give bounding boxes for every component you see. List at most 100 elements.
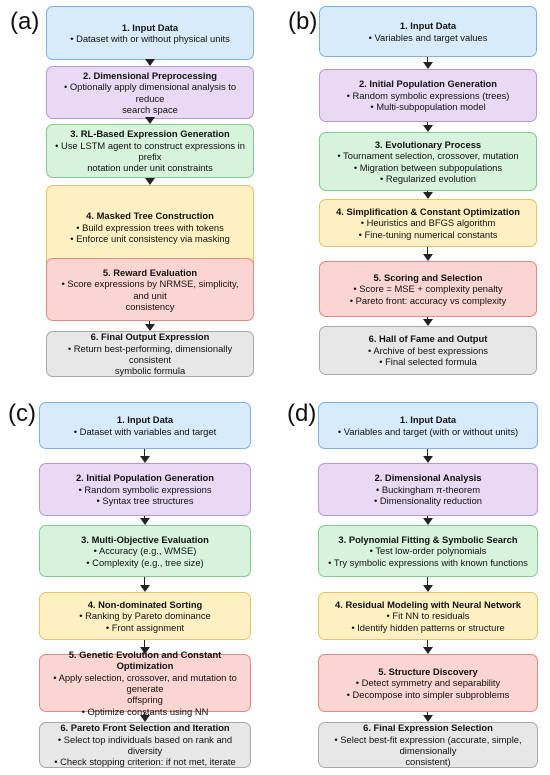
step-description-line: • Detect symmetry and separability bbox=[355, 677, 501, 689]
step-description-line: • Use LSTM agent to construct expression… bbox=[55, 139, 245, 162]
step-description-line: • Pareto front: accuracy vs complexity bbox=[349, 294, 507, 306]
panel-c-step-6-box: 6. Pareto Front Selection and Iteration•… bbox=[39, 722, 251, 768]
step-description-line: • Select best-fit expression (accurate, … bbox=[334, 733, 522, 756]
step-title: 3. Multi-Objective Evaluation bbox=[81, 533, 209, 545]
panel-label-b: (b) bbox=[288, 8, 318, 35]
step-title: 1. Input Data bbox=[399, 414, 457, 426]
step-description-line: • Apply selection, crossover, and mutati… bbox=[53, 671, 237, 694]
panel-c-step-5-box: 5. Genetic Evolution and Constant Optimi… bbox=[39, 649, 251, 717]
panel-label-a: (a) bbox=[10, 8, 40, 35]
panel-b-step-4-box: 4. Simplification & Constant Optimizatio… bbox=[319, 199, 537, 247]
step-title: 3. Polynomial Fitting & Symbolic Search bbox=[338, 533, 518, 545]
flow-arrow bbox=[423, 712, 433, 722]
step-description-line: search space bbox=[122, 103, 178, 115]
step-description-line: offspring bbox=[127, 694, 163, 706]
step-title: 1. Input Data bbox=[399, 20, 457, 32]
step-description-line: • Syntax tree structures bbox=[96, 495, 194, 507]
step-description-line: • Heuristics and BFGS algorithm bbox=[360, 217, 496, 229]
panel-d-step-5-box: 5. Structure Discovery• Detect symmetry … bbox=[318, 654, 538, 712]
flow-arrow bbox=[423, 247, 433, 261]
step-description-line: • Variables and target values bbox=[368, 31, 488, 43]
step-description-line: • Score = MSE + complexity penalty bbox=[353, 283, 503, 295]
panel-a-step-5-box: 5. Reward Evaluation• Score expressions … bbox=[46, 258, 254, 321]
step-description-line: • Complexity (e.g., tree size) bbox=[86, 556, 204, 568]
step-description-line: • Dataset with variables and target bbox=[73, 425, 217, 437]
panel-label-c: (c) bbox=[8, 400, 36, 427]
panel-b-step-2-box: 2. Initial Population Generation• Random… bbox=[319, 69, 537, 122]
step-description-line: • Variables and target (with or without … bbox=[337, 425, 519, 437]
step-description-line: • Score expressions by NRMSE, simplicity… bbox=[61, 278, 239, 301]
step-description-line: • Check stopping criterion: if not met, … bbox=[54, 756, 236, 768]
panel-d-step-6-box: 6. Final Expression Selection• Select be… bbox=[318, 722, 538, 768]
step-description-line: • Tournament selection, crossover, mutat… bbox=[337, 150, 519, 162]
step-title: 5. Scoring and Selection bbox=[373, 271, 483, 283]
flow-arrow bbox=[423, 449, 433, 463]
step-description-line: consistency bbox=[125, 300, 175, 312]
step-description-line: • Migration between subpopulations bbox=[353, 161, 503, 173]
step-description-line: • Dataset with or without physical units bbox=[70, 33, 230, 44]
step-title: 2. Dimensional Preprocessing bbox=[83, 69, 217, 81]
step-description-line: • Fine-tuning numerical constants bbox=[358, 228, 498, 240]
step-title: 3. RL-Based Expression Generation bbox=[70, 128, 230, 140]
step-description-line: symbolic formula bbox=[114, 365, 186, 377]
flow-arrow bbox=[140, 516, 150, 525]
step-title: 4. Masked Tree Construction bbox=[86, 210, 214, 222]
step-title: 4. Simplification & Constant Optimizatio… bbox=[336, 205, 520, 217]
step-description-line: • Random symbolic expressions bbox=[78, 483, 212, 495]
flow-arrow bbox=[145, 117, 155, 124]
step-description-line: • Try symbolic expressions with known fu… bbox=[328, 556, 528, 568]
flow-arrow bbox=[140, 712, 150, 722]
step-description-line: • Optimize constants using NN bbox=[81, 705, 209, 717]
flow-arrow bbox=[145, 59, 155, 66]
panel-b-step-6-box: 6. Hall of Fame and Output• Archive of b… bbox=[319, 326, 537, 375]
step-description-line: • Select top individuals based on rank a… bbox=[57, 733, 233, 756]
panel-a-step-4-box: 4. Masked Tree Construction• Build expre… bbox=[46, 185, 254, 270]
step-title: 2. Dimensional Analysis bbox=[374, 472, 482, 484]
step-description-line: notation under unit constraints bbox=[87, 162, 213, 174]
step-description-line: • Multi-subpopulation model bbox=[370, 101, 486, 113]
flow-arrow bbox=[423, 191, 433, 199]
panel-a-step-2-box: 2. Dimensional Preprocessing• Optionally… bbox=[46, 66, 254, 119]
panel-c-step-2-box: 2. Initial Population Generation• Random… bbox=[39, 463, 251, 516]
flow-arrow bbox=[423, 57, 433, 69]
step-description-line: • Front assignment bbox=[105, 621, 185, 633]
step-description-line: • Enforce unit consistency via masking bbox=[70, 233, 230, 245]
flow-arrow bbox=[140, 577, 150, 592]
step-description-line: • Accuracy (e.g., WMSE) bbox=[93, 545, 197, 557]
panel-b-step-1-box: 1. Input Data• Variables and target valu… bbox=[319, 6, 537, 57]
step-description-line: • Identify hidden patterns or structure bbox=[351, 621, 505, 633]
panel-b-step-5-box: 5. Scoring and Selection• Score = MSE + … bbox=[319, 261, 537, 317]
panel-a-step-3-box: 3. RL-Based Expression Generation• Use L… bbox=[46, 124, 254, 178]
step-description-line: • Optionally apply dimensional analysis … bbox=[63, 81, 237, 104]
step-title: 1. Input Data bbox=[121, 21, 179, 33]
step-title: 6. Hall of Fame and Output bbox=[368, 333, 488, 345]
flow-arrow bbox=[140, 640, 150, 654]
flow-arrow bbox=[423, 640, 433, 654]
panel-d-step-1-box: 1. Input Data• Variables and target (wit… bbox=[318, 402, 538, 449]
panel-c-step-4-box: 4. Non-dominated Sorting• Ranking by Par… bbox=[39, 592, 251, 640]
step-title: 1. Input Data bbox=[116, 414, 174, 426]
step-description-line: • Buckingham π-theorem bbox=[375, 483, 481, 495]
step-title: 4. Residual Modeling with Neural Network bbox=[335, 598, 521, 610]
step-description-line: • Random symbolic expressions (trees) bbox=[346, 89, 510, 101]
step-title: 5. Genetic Evolution and Constant Optimi… bbox=[68, 648, 222, 672]
flow-arrow bbox=[140, 449, 150, 463]
step-description-line: • Regularized evolution bbox=[379, 172, 477, 184]
step-title: 4. Non-dominated Sorting bbox=[87, 598, 203, 610]
panel-d-step-4-box: 4. Residual Modeling with Neural Network… bbox=[318, 592, 538, 640]
step-description-line: • Archive of best expressions bbox=[367, 344, 488, 356]
step-title: 2. Initial Population Generation bbox=[358, 78, 498, 90]
flow-arrow bbox=[423, 577, 433, 592]
step-description-line: consistent) bbox=[405, 756, 451, 768]
step-title: 6. Final Expression Selection bbox=[363, 722, 493, 734]
flow-arrow bbox=[145, 321, 155, 331]
flow-arrow bbox=[423, 122, 433, 132]
panel-c-step-1-box: 1. Input Data• Dataset with variables an… bbox=[39, 402, 251, 449]
step-title: 3. Evolutionary Process bbox=[374, 138, 482, 150]
step-description-line: • Final selected formula bbox=[379, 356, 477, 368]
panel-d-step-3-box: 3. Polynomial Fitting & Symbolic Search •… bbox=[318, 525, 538, 577]
flow-arrow bbox=[145, 178, 155, 185]
step-description-line: • Return best-performing, dimensionally … bbox=[67, 342, 233, 365]
panel-b-step-3-box: 3. Evolutionary Process• Tournament sele… bbox=[319, 132, 537, 191]
